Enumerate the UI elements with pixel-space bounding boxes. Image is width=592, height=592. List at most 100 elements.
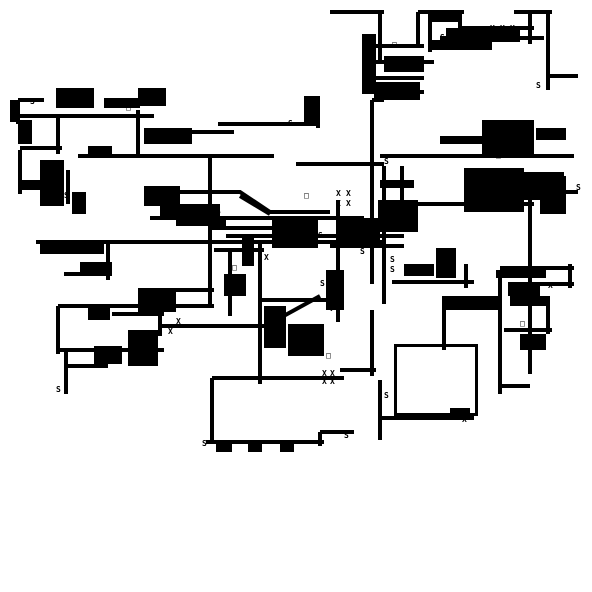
trace-24 (18, 98, 44, 102)
start-marker: S (56, 385, 61, 394)
trace-8 (548, 74, 578, 78)
block-52 (536, 128, 566, 140)
block-129 (248, 440, 262, 452)
block-42 (20, 180, 40, 190)
trace-84 (392, 280, 474, 284)
block-110 (138, 288, 176, 312)
start-marker: S (384, 391, 389, 400)
block-128 (216, 440, 232, 452)
block-15 (432, 40, 492, 50)
block-114 (88, 308, 110, 320)
block-97 (496, 270, 546, 278)
trace-37 (218, 122, 304, 126)
block-21 (374, 82, 420, 100)
block-44 (72, 192, 86, 214)
cross-marker: X (510, 24, 515, 33)
block-13 (362, 34, 376, 94)
block-27 (18, 120, 32, 144)
block-53 (464, 168, 524, 212)
trace-122 (160, 324, 264, 328)
trace-73 (382, 166, 386, 304)
trace-107 (504, 328, 552, 332)
block-65 (176, 216, 226, 226)
block-layer (10, 10, 566, 452)
block-26 (10, 100, 18, 122)
cross-marker: X (322, 369, 327, 378)
start-marker: S (202, 439, 207, 448)
frame-133 (394, 344, 478, 416)
trace-120 (64, 364, 108, 368)
trace-116 (158, 300, 162, 336)
node-marker: □ (520, 319, 525, 328)
trace-115 (112, 312, 164, 316)
trace-16 (376, 44, 424, 48)
block-130 (280, 440, 294, 452)
start-marker: S (64, 191, 69, 200)
trace-4 (428, 12, 432, 52)
trace-104 (498, 276, 502, 394)
cross-marker: X (322, 377, 327, 386)
trace-56 (510, 172, 564, 176)
start-marker: S (154, 289, 159, 298)
trace-48 (296, 162, 384, 166)
trace-45 (78, 154, 274, 158)
block-101 (508, 282, 540, 296)
trace-98 (500, 266, 574, 270)
trace-7 (546, 12, 550, 90)
block-72 (378, 200, 418, 232)
block-95 (326, 270, 344, 310)
trace-127 (320, 430, 354, 434)
block-58 (540, 200, 566, 214)
block-136 (450, 408, 470, 420)
cross-marker: X (264, 253, 269, 262)
trace-18 (376, 76, 424, 80)
start-marker: S (384, 157, 389, 166)
node-marker: □ (304, 191, 309, 200)
trace-103 (442, 296, 446, 350)
trace-67 (210, 226, 284, 230)
cross-marker: X (330, 377, 335, 386)
trace-106 (546, 296, 550, 334)
cross-marker: X (346, 189, 351, 198)
block-30 (104, 98, 140, 108)
block-35 (144, 128, 192, 144)
cross-marker: X (462, 415, 467, 424)
block-105 (510, 296, 550, 306)
trace-124 (210, 378, 214, 444)
trace-77 (36, 240, 384, 244)
block-28 (56, 88, 94, 108)
start-marker: S (10, 103, 15, 112)
trace-112 (58, 304, 214, 308)
trace-111 (160, 288, 214, 292)
block-68 (272, 220, 318, 248)
block-79 (80, 262, 112, 276)
block-12 (432, 10, 458, 22)
block-119 (94, 346, 122, 364)
block-20 (384, 56, 424, 72)
node-marker: □ (326, 351, 331, 360)
block-41 (40, 160, 64, 206)
block-74 (380, 180, 414, 188)
block-29 (138, 88, 166, 106)
cross-marker: X (336, 199, 341, 208)
trace-81 (106, 242, 110, 280)
trace-109 (500, 384, 530, 388)
start-marker: S (390, 265, 395, 274)
trace-96 (258, 240, 262, 384)
trace-33 (20, 146, 62, 150)
trace-132 (370, 310, 374, 376)
trace-135 (380, 416, 474, 420)
start-marker: S (30, 97, 35, 106)
trace-63 (238, 194, 272, 216)
trace-90 (260, 298, 334, 302)
cross-marker: X (500, 24, 505, 33)
cross-marker: X (168, 327, 173, 336)
block-38 (304, 96, 320, 126)
block-50 (482, 120, 534, 154)
start-marker: S (318, 231, 323, 240)
start-marker: S (288, 119, 293, 128)
block-46 (88, 146, 112, 156)
block-108 (520, 334, 546, 350)
trace-3 (416, 12, 420, 44)
